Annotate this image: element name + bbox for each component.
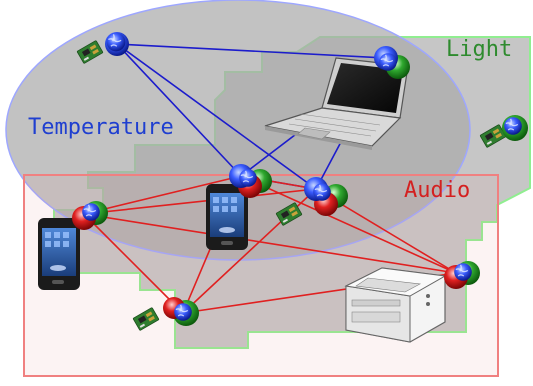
- node-hub-center: [304, 177, 348, 216]
- node-top-right: [374, 46, 410, 79]
- temperature-label: Temperature: [28, 115, 174, 140]
- node-phone-center: [229, 164, 272, 198]
- laptop-icon: [264, 57, 409, 150]
- node-far-right: [502, 115, 528, 141]
- node-phone-left: [72, 201, 108, 230]
- node-top-left: [105, 31, 129, 56]
- node-bottom: [163, 297, 199, 326]
- light-label: Light: [446, 37, 512, 62]
- smartphone-center-icon: [206, 184, 248, 250]
- printer-icon: [344, 267, 447, 343]
- smartphone-left-icon: [38, 218, 80, 290]
- node-printer: [444, 261, 480, 289]
- audio-label: Audio: [404, 178, 470, 203]
